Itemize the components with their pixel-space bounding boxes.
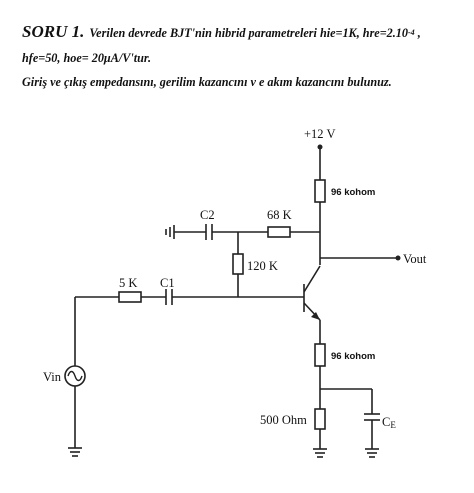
resistor-5k [118, 291, 142, 303]
question-line-1: SORU 1. Verilen devrede BJT'nin hibrid p… [22, 22, 421, 42]
question-number: SORU 1. [22, 22, 85, 41]
resistor-120k [232, 253, 244, 275]
ce-label-sub: E [390, 420, 396, 430]
transistor-collector-lead [303, 265, 321, 293]
re1-label: 96 kohom [331, 351, 375, 362]
rc-label: 96 kohom [331, 187, 375, 198]
resistor-68k [267, 226, 291, 238]
ce-label-main: C [382, 415, 390, 429]
transistor-emitter-arrow [311, 312, 320, 320]
resistor-re1 [314, 343, 326, 367]
question-text-1: Verilen devrede BJT'nin hibrid parametre… [89, 26, 408, 40]
question-line-3: Giriş ve çıkış empedansını, gerilim kaza… [22, 75, 392, 89]
question-line-2: hfe=50, hoe= 20μA/V'tur. [22, 51, 152, 65]
resistor-rc [314, 179, 326, 203]
rs-label: 5 K [119, 276, 137, 290]
question-text-1-end: , [414, 26, 421, 40]
resistor-500ohm [314, 408, 326, 430]
c2-label: C2 [200, 208, 215, 222]
vout-label: Vout [403, 252, 427, 266]
vout-node [395, 255, 401, 261]
re2-label: 500 Ohm [260, 413, 307, 427]
rf-label: 68 K [267, 208, 292, 222]
hre-exponent: -4 [408, 28, 415, 37]
c1-label: C1 [160, 276, 175, 290]
ac-wave-icon [67, 370, 83, 382]
rb-label: 120 K [247, 259, 278, 273]
vin-label: Vin [43, 370, 62, 384]
ce-label: CE [382, 415, 396, 430]
supply-label: +12 V [304, 127, 335, 141]
